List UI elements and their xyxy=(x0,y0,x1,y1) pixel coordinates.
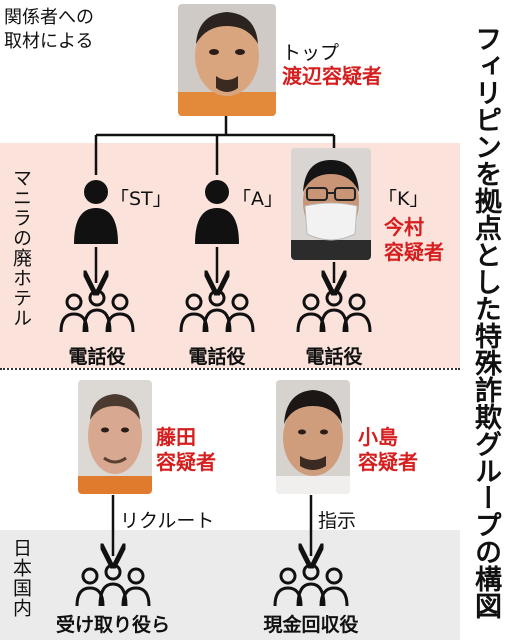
member-st-label: 「ST」 xyxy=(110,188,172,210)
receivers-role: 受け取り役ら xyxy=(55,614,170,636)
top-person-name: 渡辺容疑者 xyxy=(282,64,382,88)
fujita-photo xyxy=(78,380,152,494)
collectors-role: 現金回収役 xyxy=(263,614,359,636)
japan-region-band xyxy=(0,530,460,640)
phone-group-st-people-icon xyxy=(58,288,136,334)
collectors-people-icon xyxy=(272,562,350,608)
edge-label-instruct: 指示 xyxy=(318,510,357,532)
top-person-photo xyxy=(178,4,276,116)
diagram-title: フィリピンを拠点とした特殊詐欺グループの構図 xyxy=(470,25,501,619)
phone-role-st: 電話役 xyxy=(68,346,126,368)
phone-group-k-people-icon xyxy=(295,288,373,334)
source-note: 関係者への 取材による xyxy=(4,7,94,52)
region-label-japan: 日本国内 xyxy=(10,538,32,618)
region-divider xyxy=(0,368,460,370)
member-k-label: 「K」 xyxy=(378,188,429,210)
phone-role-a: 電話役 xyxy=(188,346,246,368)
member-st-silhouette-icon xyxy=(72,178,120,244)
member-a-silhouette-icon xyxy=(193,178,241,244)
member-k-name: 今村 容疑者 xyxy=(384,215,444,264)
kojima-name: 小島 容疑者 xyxy=(358,425,418,474)
member-k-photo xyxy=(291,148,371,260)
kojima-photo xyxy=(276,380,350,494)
phone-group-a-people-icon xyxy=(178,288,256,334)
region-label-manila: マニラの廃ホテル xyxy=(10,168,32,328)
receivers-people-icon xyxy=(74,562,152,608)
edge-label-recruit: リクルート xyxy=(120,510,215,532)
top-person-label: トップ xyxy=(282,42,340,64)
phone-role-k: 電話役 xyxy=(305,346,363,368)
member-a-label: 「A」 xyxy=(232,188,283,210)
fujita-name: 藤田 容疑者 xyxy=(156,425,216,474)
